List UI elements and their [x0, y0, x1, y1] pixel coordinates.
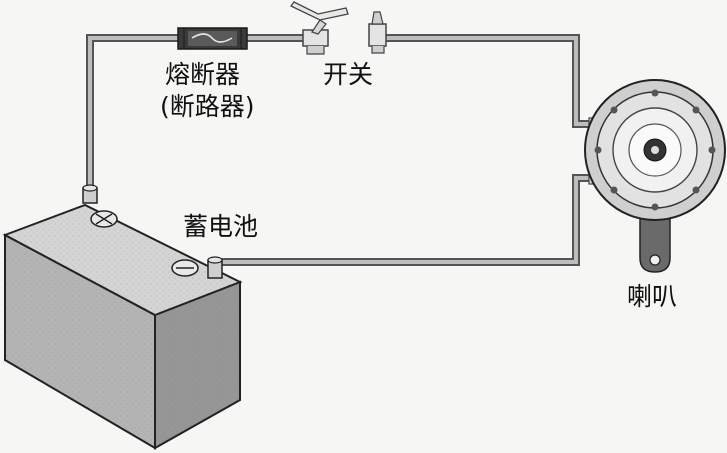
- negative-terminal: [171, 256, 223, 279]
- wires: [86, 34, 600, 266]
- fuse-label: 熔断器: [165, 60, 241, 89]
- horn-icon: [584, 79, 726, 273]
- wire-switch-to-horn: [385, 34, 600, 128]
- battery-label: 蓄电池: [183, 212, 259, 241]
- fuse-alt-label: (断路器): [160, 92, 255, 121]
- horn-label: 喇叭: [627, 282, 678, 311]
- positive-terminal: [82, 184, 118, 228]
- wire-battery-to-fuse: [86, 34, 178, 195]
- fuse-icon: [177, 27, 248, 50]
- knife-switch-icon: [290, 1, 387, 55]
- switch-label: 开关: [323, 60, 374, 89]
- wire-horn-to-battery: [222, 174, 600, 266]
- battery-icon: [2, 184, 243, 450]
